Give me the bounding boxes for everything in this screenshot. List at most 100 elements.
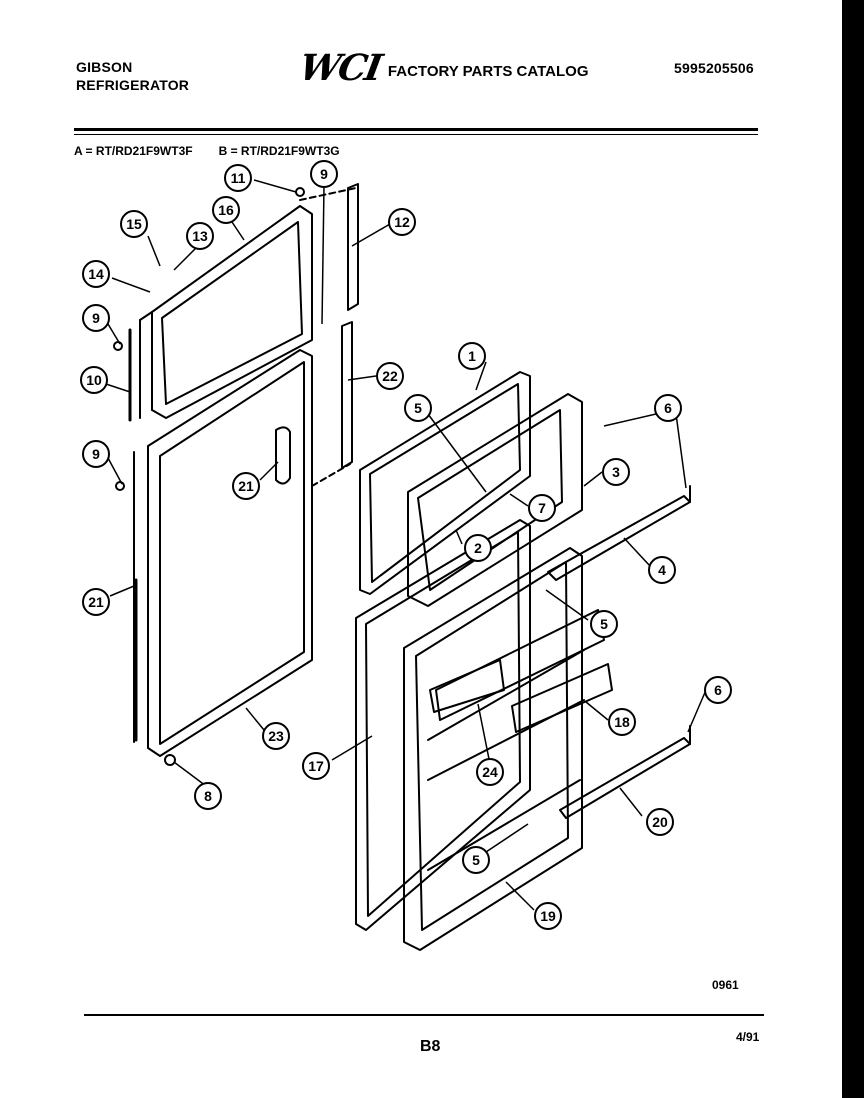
callout-16: 16 <box>212 196 240 224</box>
product-name: REFRIGERATOR <box>76 77 190 93</box>
callout-label: 4 <box>658 562 666 578</box>
callout-15: 15 <box>120 210 148 238</box>
callout-5: 5 <box>404 394 432 422</box>
callout-label: 9 <box>92 310 100 326</box>
callout-label: 3 <box>612 464 620 480</box>
callout-6: 6 <box>704 676 732 704</box>
header-rule-thick <box>74 128 758 131</box>
page-number: B8 <box>420 1038 441 1055</box>
callout-3: 3 <box>602 458 630 486</box>
callout-label: 13 <box>192 228 208 244</box>
callout-label: 5 <box>600 616 608 632</box>
callout-circle <box>82 440 110 468</box>
callout-circle <box>262 722 290 750</box>
fresh-food-door <box>133 349 313 757</box>
callout-circle <box>464 534 492 562</box>
callout-2: 2 <box>464 534 492 562</box>
catalog-title: FACTORY PARTS CATALOG <box>387 62 589 80</box>
freezer-door <box>139 205 313 419</box>
callout-circle <box>388 208 416 236</box>
callout-circle <box>602 458 630 486</box>
callout-label: 14 <box>88 266 104 282</box>
callout-5: 5 <box>590 610 618 638</box>
callout-23: 23 <box>262 722 290 750</box>
callout-circle <box>608 708 636 736</box>
callout-circle <box>648 556 676 584</box>
callout-label: 5 <box>472 852 480 868</box>
callout-circle <box>232 472 260 500</box>
callout-21: 21 <box>82 588 110 616</box>
callout-10: 10 <box>80 366 108 394</box>
callout-circle <box>646 808 674 836</box>
callout-circle <box>654 394 682 422</box>
callout-circle <box>224 164 252 192</box>
callout-9: 9 <box>82 440 110 468</box>
callout-circle <box>534 902 562 930</box>
callout-circle <box>528 494 556 522</box>
callout-label: 24 <box>482 764 498 780</box>
callout-14: 14 <box>82 260 110 288</box>
callout-circle <box>404 394 432 422</box>
callout-circle <box>462 846 490 874</box>
callout-circle <box>80 366 108 394</box>
callout-circle <box>476 758 504 786</box>
catalog-part-number: 5995205506 <box>674 60 754 76</box>
footer-rule <box>84 1014 764 1016</box>
callout-circle <box>82 260 110 288</box>
callout-label: 23 <box>268 728 284 744</box>
callout-4: 4 <box>648 556 676 584</box>
callout-label: 5 <box>414 400 422 416</box>
revision-date: 4/91 <box>736 1030 760 1044</box>
callout-label: 9 <box>320 166 328 182</box>
scan-edge-bar <box>842 0 864 1098</box>
callout-label: 22 <box>382 368 398 384</box>
callout-24: 24 <box>476 758 504 786</box>
diagram-code: 0961 <box>712 978 739 992</box>
callout-label: 1 <box>468 348 476 364</box>
callout-22: 22 <box>376 362 404 390</box>
callout-label: 20 <box>652 814 668 830</box>
callout-label: 17 <box>308 758 324 774</box>
callout-label: 2 <box>474 540 482 556</box>
callout-circle <box>194 782 222 810</box>
callout-circle <box>590 610 618 638</box>
callout-circle <box>212 196 240 224</box>
callout-circle <box>186 222 214 250</box>
callout-label: 6 <box>714 682 722 698</box>
callout-label: 6 <box>664 400 672 416</box>
callout-6: 6 <box>654 394 682 422</box>
callout-5: 5 <box>462 846 490 874</box>
callout-19: 19 <box>534 902 562 930</box>
callout-circle <box>310 160 338 188</box>
callout-20: 20 <box>646 808 674 836</box>
brand-block: GIBSON REFRIGERATOR <box>76 58 189 94</box>
callout-label: 16 <box>218 202 234 218</box>
callout-circle <box>302 752 330 780</box>
callout-circle <box>120 210 148 238</box>
callout-circle <box>82 304 110 332</box>
callout-13: 13 <box>186 222 214 250</box>
callout-label: 21 <box>88 594 104 610</box>
callout-17: 17 <box>302 752 330 780</box>
callout-label: 18 <box>614 714 630 730</box>
header-rule-thin <box>74 134 758 135</box>
callout-8: 8 <box>194 782 222 810</box>
brand-name: GIBSON <box>76 59 133 75</box>
model-b: B = RT/RD21F9WT3G <box>218 144 340 158</box>
model-legend: A = RT/RD21F9WT3F B = RT/RD21F9WT3G <box>74 144 340 158</box>
callout-7: 7 <box>528 494 556 522</box>
callout-label: 15 <box>126 216 142 232</box>
callout-circle <box>376 362 404 390</box>
callout-label: 21 <box>238 478 254 494</box>
callout-label: 11 <box>231 170 246 186</box>
callout-circle <box>458 342 486 370</box>
callout-circle <box>704 676 732 704</box>
callout-12: 12 <box>388 208 416 236</box>
callout-label: 19 <box>540 908 556 924</box>
callout-21: 21 <box>232 472 260 500</box>
callout-label: 12 <box>394 214 410 230</box>
callout-9: 9 <box>82 304 110 332</box>
callout-11: 11 <box>224 164 252 192</box>
